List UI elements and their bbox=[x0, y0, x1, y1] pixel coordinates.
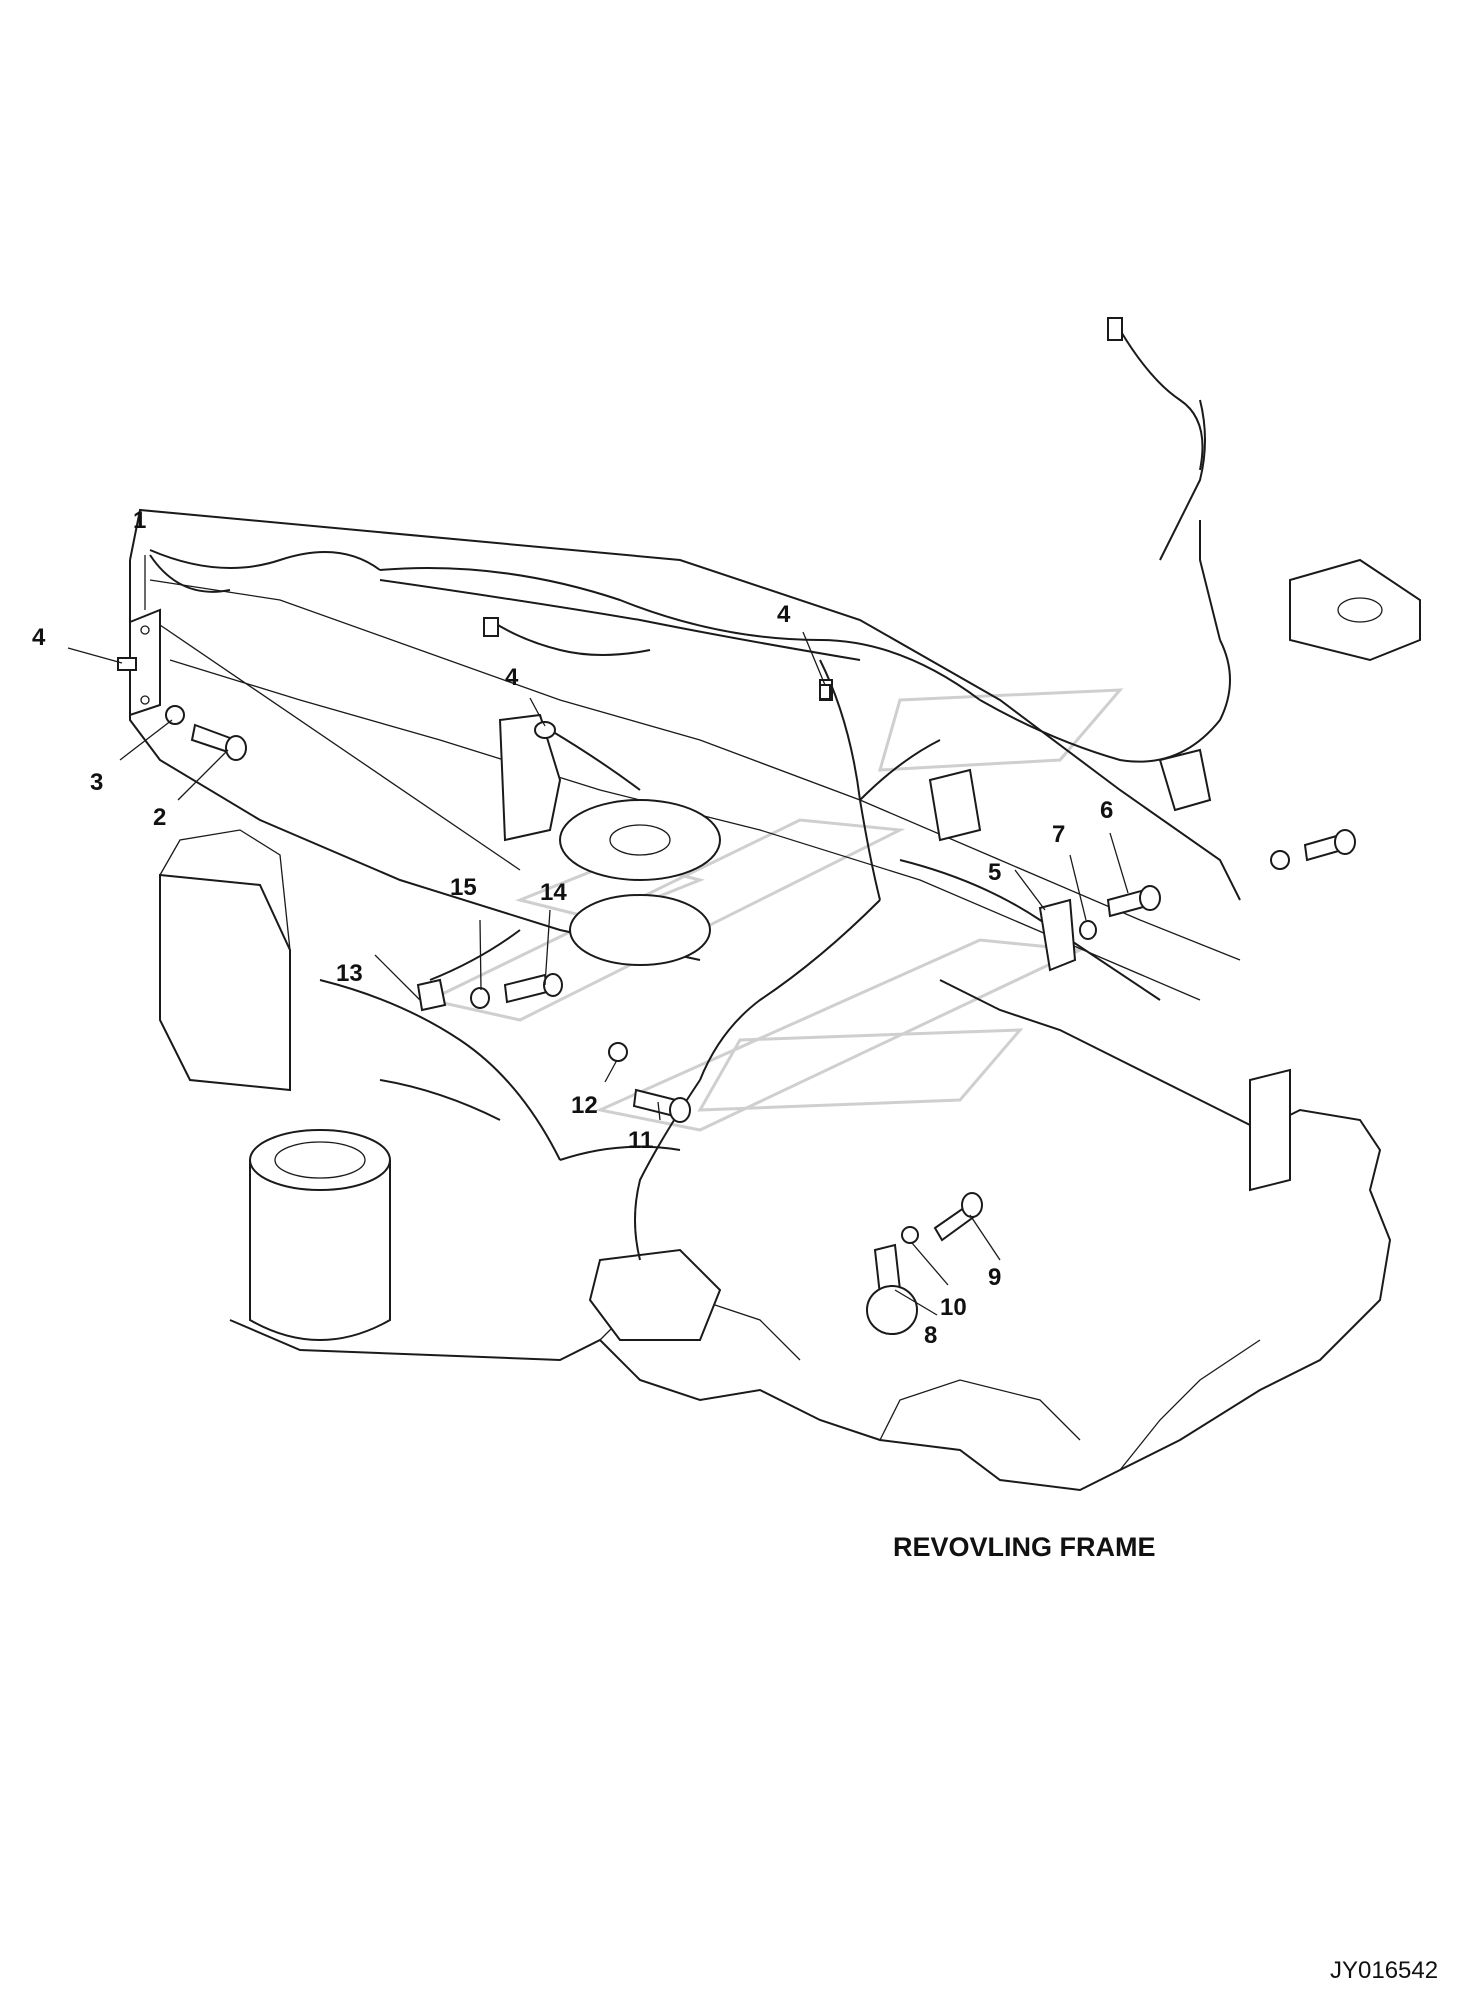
callout-9: 9 bbox=[988, 1264, 1001, 1291]
diagram-caption: REVOVLING FRAME bbox=[893, 1532, 1156, 1562]
callout-10: 10 bbox=[940, 1294, 967, 1321]
watermark-logo bbox=[425, 688, 1124, 1132]
callout-15: 15 bbox=[450, 874, 477, 901]
callout-5: 5 bbox=[988, 859, 1001, 886]
callout-12: 12 bbox=[571, 1092, 598, 1119]
callout-labels: 1 2 3 4 4 4 5 6 7 8 9 10 11 12 13 14 15 bbox=[32, 507, 1113, 1349]
callout-4-right: 4 bbox=[777, 601, 791, 628]
callout-4-left: 4 bbox=[32, 624, 46, 651]
revolving-frame-drawing bbox=[117, 317, 1421, 1492]
callout-8: 8 bbox=[924, 1322, 937, 1349]
callout-4-center: 4 bbox=[505, 664, 519, 691]
callout-1: 1 bbox=[133, 507, 146, 534]
callout-6: 6 bbox=[1100, 797, 1113, 824]
callout-11: 11 bbox=[628, 1127, 653, 1154]
leader-lines bbox=[67, 555, 1129, 1316]
callout-7: 7 bbox=[1052, 821, 1065, 848]
callout-2: 2 bbox=[153, 804, 166, 831]
callout-13: 13 bbox=[336, 960, 363, 987]
callout-14: 14 bbox=[540, 879, 567, 906]
callout-3: 3 bbox=[90, 769, 103, 796]
document-id: JY016542 bbox=[1330, 1957, 1438, 1984]
